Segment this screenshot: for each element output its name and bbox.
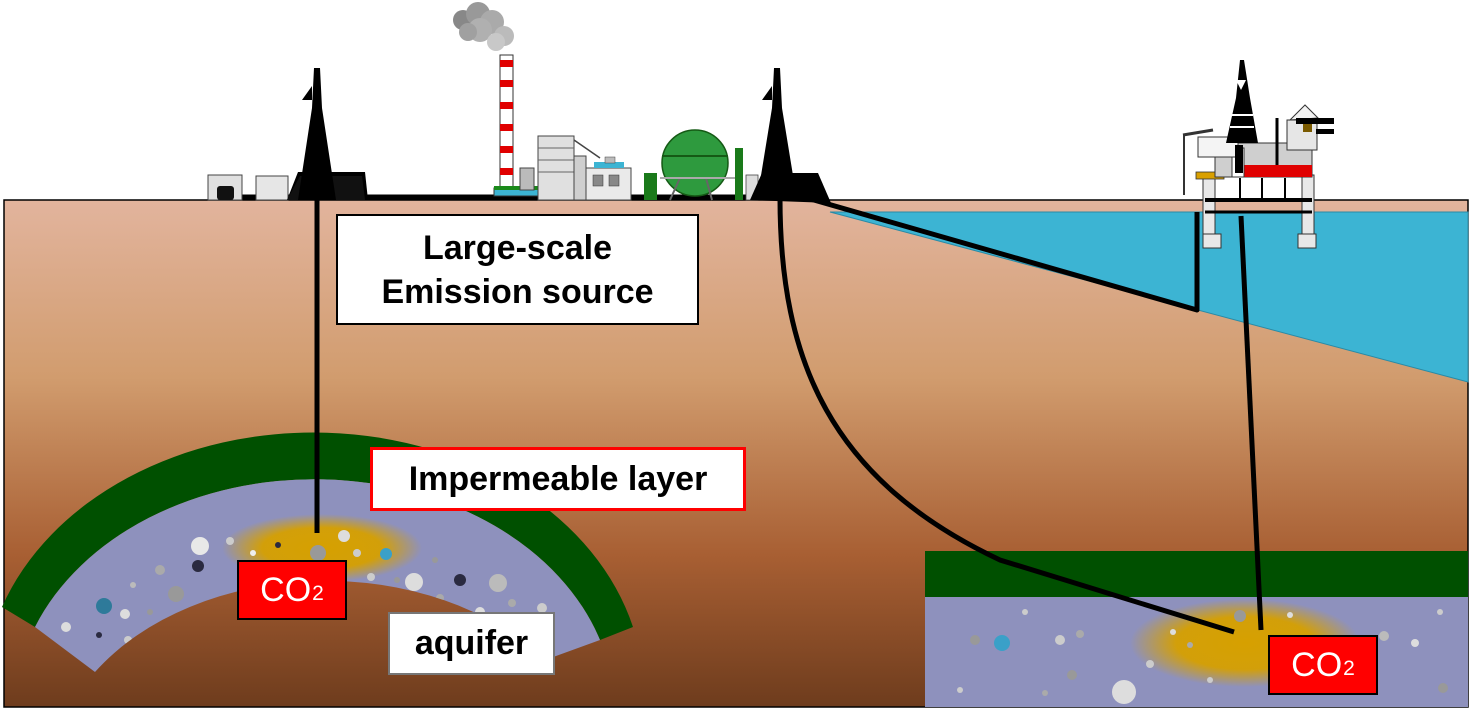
co2-main-text: CO (260, 570, 312, 609)
aquifer-pebbles-left (61, 530, 547, 644)
injection-well-center (777, 197, 1235, 635)
co2-subscript: 2 (1343, 657, 1355, 680)
emission-source-line1: Large-scale (423, 228, 612, 267)
aquifer-pebbles-right (957, 609, 1448, 704)
subsea-pipeline (799, 193, 1200, 313)
injection-well-offshore (1238, 215, 1264, 631)
emission-source-line2: Emission source (381, 272, 654, 311)
co2-subscript: 2 (312, 582, 324, 605)
small-buildings (207, 174, 289, 201)
aquifer-text: aquifer (414, 624, 529, 662)
drilling-tower-left (287, 68, 368, 200)
offshore-platform (1182, 60, 1334, 249)
storage-tank (644, 129, 759, 201)
impermeable-layer-text: Impermeable layer (408, 459, 708, 498)
power-plant (519, 135, 632, 201)
smoke-cloud (453, 2, 514, 51)
co2-main-text: CO (1291, 645, 1343, 684)
aquifer-label: aquifer (388, 612, 555, 675)
emission-source-label: Large-scale Emission source (336, 214, 699, 325)
impermeable-layer-label: Impermeable layer (370, 447, 746, 511)
impermeable-layer-right (925, 551, 1468, 597)
drilling-tower-center (750, 68, 831, 203)
